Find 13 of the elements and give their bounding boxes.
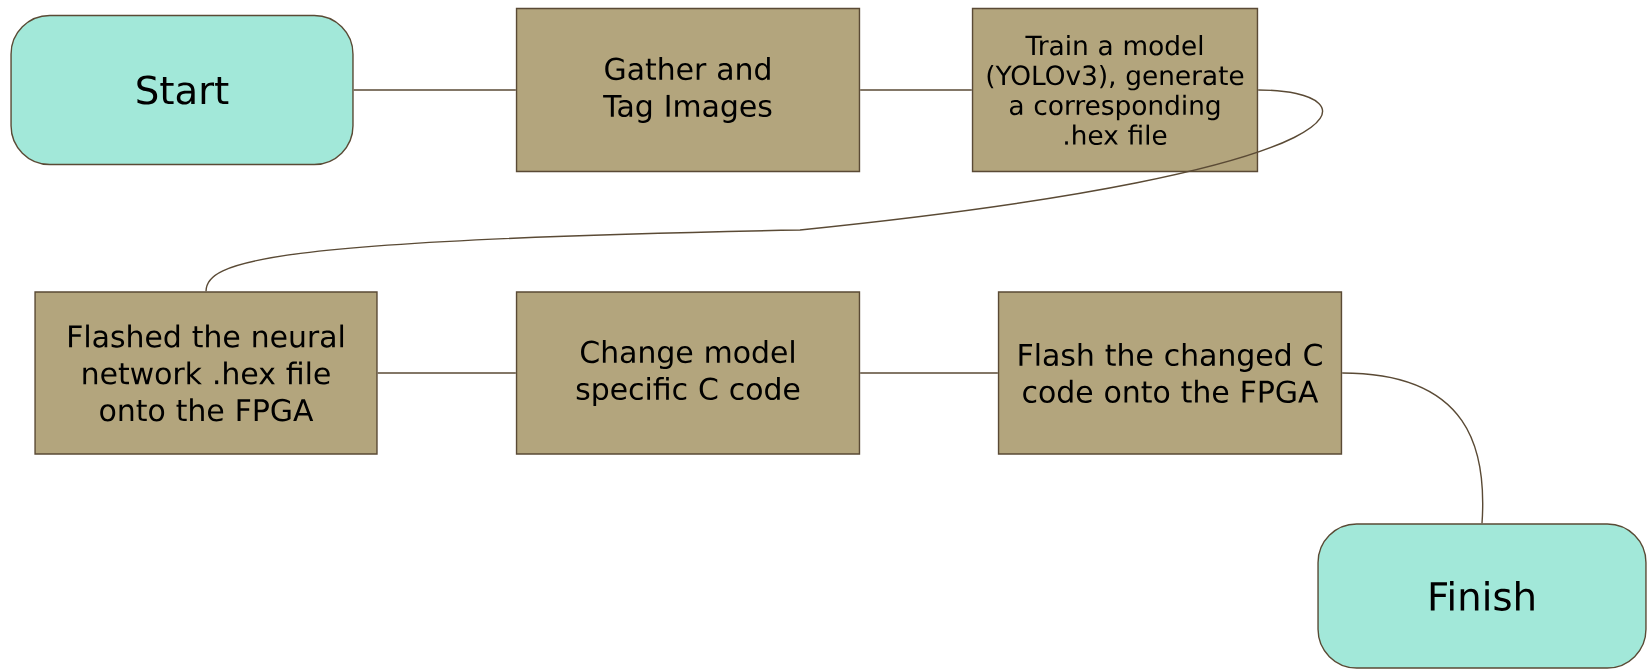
connector-line [352,89,517,91]
process-box: Gather and Tag Images [515,7,861,173]
process-box: Train a model (YOLOv3), generate a corresponding .hex file [971,7,1259,173]
connector-line [1341,372,1484,524]
terminal-box: Start [10,14,354,166]
connector-line [859,372,999,374]
connector-line [376,372,517,374]
process-box: Change model specific C code [515,291,861,455]
process-box: Flash the changed C code onto the FPGA [997,291,1343,455]
connector-line [205,89,1324,292]
connector-line [859,89,973,91]
process-box: Flashed the neural network .hex file onto the FPGA [34,291,378,455]
terminal-box: Finish [1317,523,1647,669]
